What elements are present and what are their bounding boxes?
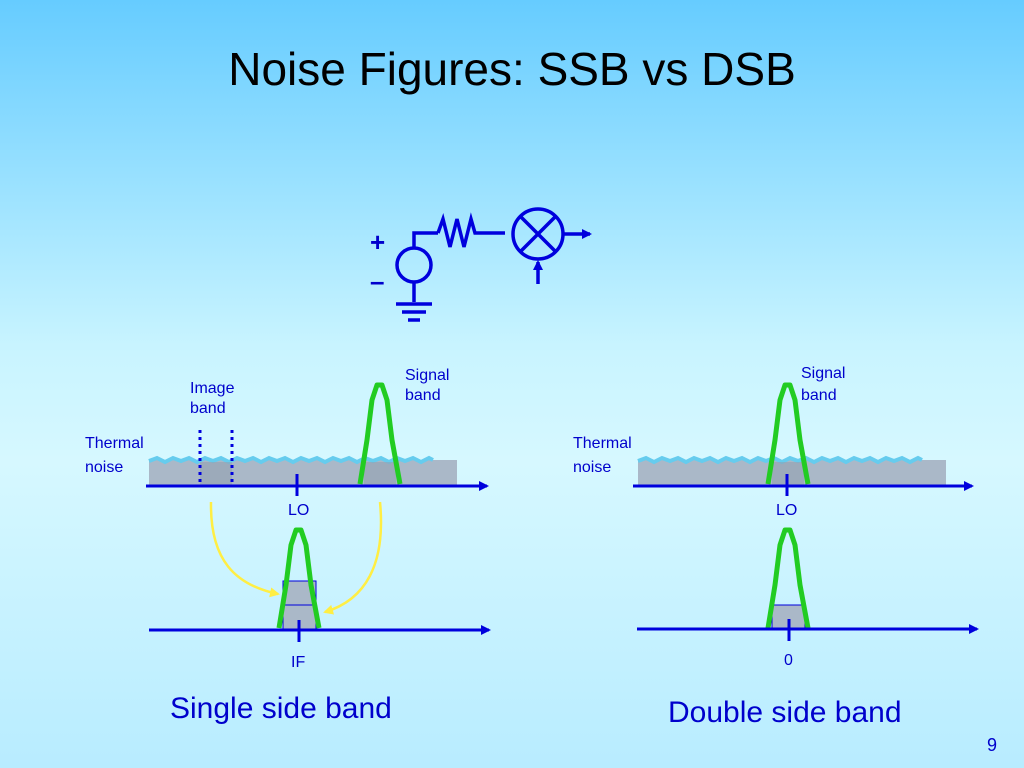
- dsb-thermal-noise-label: Thermal noise: [573, 435, 636, 476]
- plus-sign: +: [370, 227, 385, 257]
- dsb-signal-band-region: [772, 462, 804, 485]
- resistor-icon: [436, 212, 505, 248]
- ssb-image-band-label: Image band: [190, 380, 239, 417]
- page-number: 9: [987, 735, 997, 755]
- dsb-lo-label: LO: [776, 502, 797, 519]
- ssb-lo-label: LO: [288, 502, 309, 519]
- slide-title: Noise Figures: SSB vs DSB: [228, 43, 796, 95]
- mixer-icon: [511, 207, 565, 261]
- ssb-thermal-noise-floor: [149, 460, 457, 485]
- ssb-thermal-noise-texture: [148, 455, 434, 465]
- ssb-signal-band-region: [364, 462, 396, 485]
- ssb-signal-band-label: Signal band: [405, 367, 454, 404]
- minus-sign: –: [370, 266, 384, 296]
- dsb-rf-spectrum: LO Signal band Thermal noise: [573, 365, 974, 519]
- ssb-signal-fold-arrow: [323, 501, 383, 615]
- ssb-image-fold-arrow: [209, 501, 280, 598]
- dsb-if-signal-curve: [765, 527, 811, 629]
- ssb-if-spectrum: IF: [149, 527, 491, 671]
- ground-icon: [396, 302, 432, 322]
- ssb-image-band-region: [200, 462, 232, 485]
- dsb-signal-band-label: Signal band: [801, 365, 850, 404]
- dsb-caption: Double side band: [668, 696, 902, 729]
- ssb-if-label: IF: [291, 654, 305, 671]
- mixer-circuit: + –: [370, 207, 592, 322]
- ssb-signal-band-curve: [357, 382, 403, 485]
- voltage-source-icon: [395, 246, 433, 284]
- ssb-rf-spectrum: LO Image band Signal band Thermal noise: [85, 367, 489, 519]
- ssb-if-signal-curve: [276, 527, 322, 629]
- dsb-zero-label: 0: [784, 652, 793, 669]
- ssb-caption: Single side band: [170, 692, 392, 725]
- ssb-thermal-noise-label: Thermal noise: [85, 435, 148, 476]
- dsb-thermal-noise-texture: [637, 455, 923, 465]
- source-wire: [412, 231, 438, 248]
- dsb-if-spectrum: 0: [637, 527, 979, 669]
- dsb-signal-band-curve: [765, 382, 811, 485]
